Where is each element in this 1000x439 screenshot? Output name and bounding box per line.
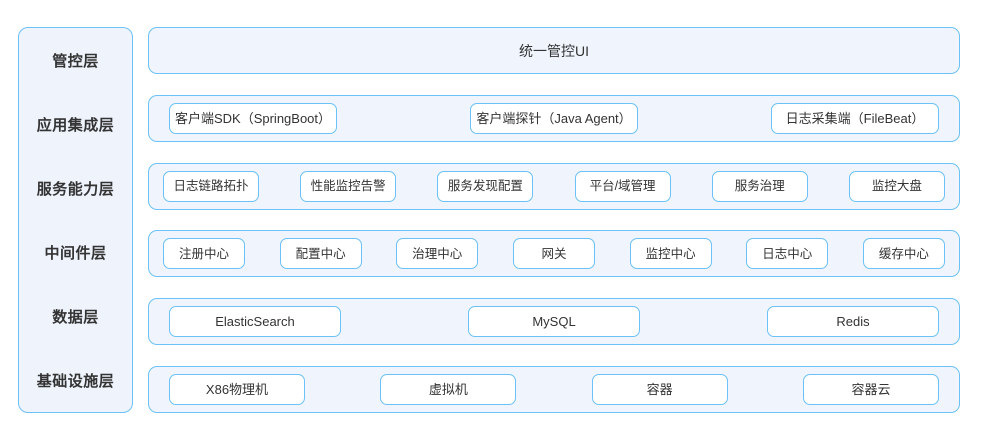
layer-panel-middleware: 注册中心 配置中心 治理中心 网关 监控中心 日志中心 缓存中心 — [148, 230, 960, 278]
chip-virtual-machine[interactable]: 虚拟机 — [380, 373, 517, 405]
chip-performance-monitoring-alert[interactable]: 性能监控告警 — [300, 170, 397, 202]
rail-label-middleware: 中间件层 — [19, 220, 132, 284]
rail-label-text: 中间件层 — [44, 244, 107, 262]
chip-elasticsearch[interactable]: ElasticSearch — [169, 306, 341, 338]
chip-monitoring-center[interactable]: 监控中心 — [629, 238, 712, 270]
chip-service-discovery-config[interactable]: 服务发现配置 — [437, 170, 534, 202]
chip-client-agent[interactable]: 客户端探针（Java Agent） — [470, 102, 638, 134]
layer-panel-app-integration: 客户端SDK（SpringBoot） 客户端探针（Java Agent） 日志采… — [148, 94, 960, 142]
rail-label-service-capability: 服务能力层 — [19, 156, 132, 220]
chip-client-sdk[interactable]: 客户端SDK（SpringBoot） — [169, 102, 337, 134]
rail-label-data: 数据层 — [19, 284, 132, 348]
rail-label-text: 应用集成层 — [36, 116, 115, 134]
chip-config-center[interactable]: 配置中心 — [279, 238, 362, 270]
chip-row-middleware: 注册中心 配置中心 治理中心 网关 监控中心 日志中心 缓存中心 — [149, 231, 959, 276]
chip-log-trace-topology[interactable]: 日志链路拓扑 — [163, 170, 259, 202]
chip-row-infrastructure: X86物理机 虚拟机 容器 容器云 — [149, 367, 959, 412]
chip-log-center[interactable]: 日志中心 — [746, 238, 829, 270]
chip-x86-physical-machine[interactable]: X86物理机 — [169, 373, 305, 405]
chip-governance-center[interactable]: 治理中心 — [396, 238, 479, 270]
chip-container[interactable]: 容器 — [591, 373, 728, 405]
chip-log-collector[interactable]: 日志采集端（FileBeat） — [771, 102, 939, 134]
layer-panel-stack: 统一管控UI 客户端SDK（SpringBoot） 客户端探针（Java Age… — [148, 27, 960, 413]
chip-row-app-integration: 客户端SDK（SpringBoot） 客户端探针（Java Agent） 日志采… — [149, 96, 959, 141]
chip-platform-domain-management[interactable]: 平台/域管理 — [574, 170, 671, 202]
rail-label-infrastructure: 基础设施层 — [19, 348, 132, 412]
rail-label-app-integration: 应用集成层 — [19, 92, 132, 156]
layer-panel-data: ElasticSearch MySQL Redis — [148, 298, 960, 346]
chip-mysql[interactable]: MySQL — [468, 306, 640, 338]
chip-monitoring-dashboard[interactable]: 监控大盘 — [848, 170, 945, 202]
chip-gateway[interactable]: 网关 — [512, 238, 595, 270]
rail-label-text: 服务能力层 — [36, 180, 115, 198]
rail-label-text: 数据层 — [52, 308, 99, 326]
chip-cache-center[interactable]: 缓存中心 — [862, 238, 945, 270]
layer-panel-service-capability: 日志链路拓扑 性能监控告警 服务发现配置 平台/域管理 服务治理 监控大盘 — [148, 162, 960, 210]
chip-service-governance[interactable]: 服务治理 — [711, 170, 808, 202]
rail-label-text: 基础设施层 — [36, 372, 115, 390]
chip-redis[interactable]: Redis — [767, 306, 939, 338]
chip-container-cloud[interactable]: 容器云 — [802, 373, 939, 405]
layer-name-rail: 管控层 应用集成层 服务能力层 中间件层 数据层 基础设施层 — [18, 27, 133, 413]
chip-registry-center[interactable]: 注册中心 — [163, 238, 245, 270]
layer-panel-control: 统一管控UI — [148, 27, 960, 74]
rail-label-control: 管控层 — [19, 28, 132, 92]
rail-label-text: 管控层 — [52, 52, 99, 70]
chip-row-data: ElasticSearch MySQL Redis — [149, 299, 959, 344]
chip-row-service-capability: 日志链路拓扑 性能监控告警 服务发现配置 平台/域管理 服务治理 监控大盘 — [149, 164, 959, 209]
layer-panel-infrastructure: X86物理机 虚拟机 容器 容器云 — [148, 365, 960, 413]
layer-caption-control: 统一管控UI — [519, 42, 589, 59]
